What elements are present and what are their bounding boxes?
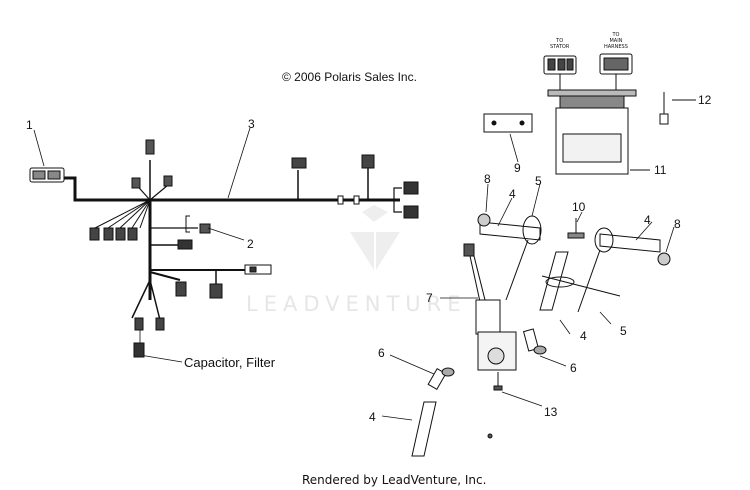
callout-13: 13 (544, 405, 558, 419)
connector-right-top (403, 181, 419, 195)
sensor-part-10 (567, 218, 585, 239)
to-main-harness-label: TO MAIN HARNESS (604, 32, 628, 50)
connector-right-bottom (403, 205, 419, 219)
copyright-text: © 2006 Polaris Sales Inc. (282, 70, 417, 84)
callout-2: 2 (247, 237, 254, 251)
wire-harness (62, 160, 402, 363)
fittings-part-6 (427, 328, 547, 439)
leader-lines (33, 127, 675, 421)
assembly-part-7 (463, 243, 517, 371)
connector-top (145, 139, 155, 155)
grommets-part-8 (477, 213, 671, 266)
capacitor-filter (133, 342, 145, 358)
fastener-part-12 (659, 92, 696, 125)
callout-11: 11 (654, 163, 667, 177)
sleeves-part-4 (411, 221, 661, 457)
stator-connectors (543, 53, 637, 97)
callout-8a: 8 (484, 172, 491, 186)
callout-4c: 4 (580, 329, 587, 343)
ties-part-5 (505, 215, 621, 313)
callout-9: 9 (514, 161, 521, 175)
callout-4a: 4 (509, 187, 516, 201)
regulator-part-11 (555, 95, 650, 175)
capacitor-filter-label: Capacitor, Filter (184, 355, 276, 370)
bracket-part-9 (483, 113, 533, 133)
watermark-logo (350, 205, 400, 270)
footer-text: Rendered by LeadVenture, Inc. (302, 473, 487, 487)
callout-6a: 6 (378, 346, 385, 360)
to-stator-label: TO STATOR (550, 38, 570, 50)
callout-5a: 5 (535, 174, 542, 188)
callout-4d: 4 (369, 410, 376, 424)
callout-7: 7 (426, 291, 433, 305)
harness-connectors (29, 139, 419, 358)
callout-numbers: 1 2 3 4 4 4 4 5 5 6 6 7 8 8 9 10 11 12 1… (26, 93, 712, 424)
callout-1: 1 (26, 118, 33, 132)
connector-mid (291, 157, 307, 169)
watermark: LEADVENTURE (246, 292, 467, 316)
callout-5b: 5 (620, 324, 627, 338)
callout-12: 12 (698, 93, 712, 107)
callout-8b: 8 (674, 217, 681, 231)
callout-3: 3 (248, 117, 255, 131)
callout-10: 10 (572, 200, 586, 214)
callout-4b: 4 (644, 213, 651, 227)
callout-6b: 6 (570, 361, 577, 375)
